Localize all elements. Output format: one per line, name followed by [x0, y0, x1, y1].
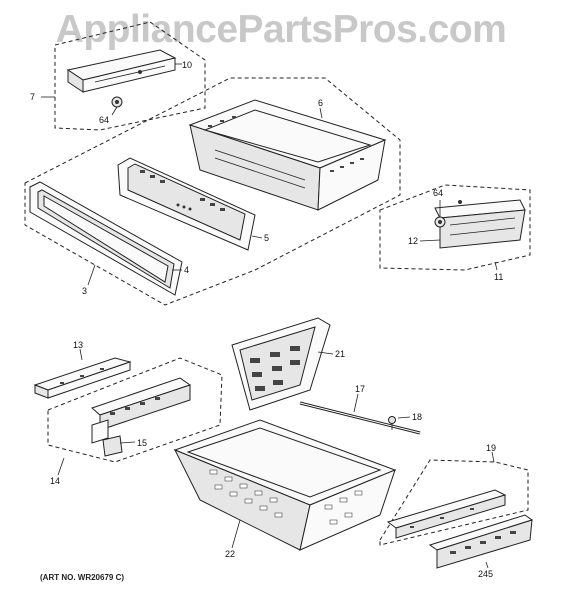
watermark-text: AppliancePartsPros.com: [55, 8, 507, 51]
part-15-clip[interactable]: [102, 435, 123, 457]
label-part-245: 245: [478, 569, 493, 579]
part-6-drawer[interactable]: [188, 99, 387, 211]
assembly-group-3: [24, 77, 401, 306]
art-number: (ART NO. WR20679 C): [40, 573, 125, 582]
part-5-drawer-front-frame[interactable]: [117, 157, 256, 251]
part-13-rail[interactable]: [33, 357, 132, 399]
part-4-drawer-front-cover[interactable]: [29, 181, 183, 296]
label-part-12: 12: [408, 236, 418, 246]
label-part-6: 6: [318, 98, 323, 108]
label-part-13: 13: [73, 340, 83, 350]
assembly-group-11: [379, 184, 531, 271]
label-part-22: 22: [225, 549, 235, 559]
part-21-divider[interactable]: [231, 317, 331, 411]
assembly-group-7: [41, 21, 206, 131]
part-64-clip-top[interactable]: [111, 96, 123, 108]
label-part-64-top: 64: [99, 115, 109, 125]
label-part-19: 19: [486, 443, 496, 453]
assembly-group-14: [47, 357, 223, 476]
part-245-rail[interactable]: [428, 514, 534, 569]
part-19-rail[interactable]: [386, 489, 507, 539]
part-12-bracket-right[interactable]: [434, 199, 526, 249]
label-part-21: 21: [335, 349, 345, 359]
label-part-3: 3: [82, 286, 87, 296]
part-22-basket[interactable]: [173, 419, 397, 551]
label-part-64-right: 64: [433, 188, 443, 198]
part-64-clip-right[interactable]: [434, 216, 446, 228]
label-part-14: 14: [50, 476, 60, 486]
label-part-5: 5: [264, 233, 269, 243]
part-18-screw[interactable]: [388, 416, 396, 431]
part-10-bracket[interactable]: [66, 49, 177, 93]
label-part-15: 15: [137, 438, 147, 448]
label-part-11: 11: [494, 272, 503, 282]
label-part-7: 7: [30, 92, 35, 102]
part-14-rail-assembly[interactable]: [91, 377, 192, 444]
part-17-rod[interactable]: [299, 401, 421, 435]
label-part-4: 4: [184, 265, 189, 275]
label-part-10: 10: [182, 60, 192, 70]
label-part-17: 17: [355, 384, 365, 394]
label-part-18: 18: [412, 412, 422, 422]
assembly-group-19: [379, 451, 529, 546]
